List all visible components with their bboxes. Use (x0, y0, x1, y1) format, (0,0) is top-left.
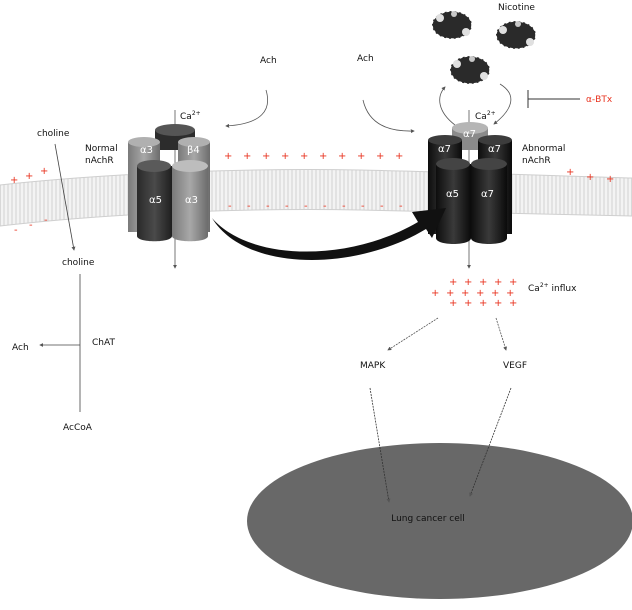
ach-right-label: Ach (357, 54, 374, 64)
svg-text:+: + (281, 151, 289, 162)
abnormal-nachr-label-line1: Abnormal (522, 144, 565, 154)
vegf-to-cell-arrow (469, 387, 512, 497)
svg-text:+: + (479, 277, 487, 288)
vegf-label: VEGF (503, 361, 527, 371)
chat-enzyme-label: ChAT (92, 338, 115, 348)
ca-to-vegf-arrow (495, 317, 507, 351)
svg-text:-: - (228, 201, 232, 212)
svg-text:+: + (25, 171, 33, 182)
svg-text:+: + (586, 172, 594, 183)
svg-text:+: + (461, 288, 469, 299)
mapk-label: MAPK (360, 361, 386, 371)
svg-text:+: + (606, 174, 614, 185)
abnormal-subunit-a7-front: α7 (481, 189, 494, 200)
svg-text:-: - (44, 215, 48, 226)
charges-inside: - - - - - - - - - - - - - (14, 201, 403, 236)
svg-text:-: - (14, 225, 18, 236)
charges-outside: + + + + + + + + + + + + + + + + (10, 151, 614, 186)
svg-text:-: - (342, 201, 346, 212)
conversion-arrow (212, 208, 446, 260)
ach-left-label: Ach (260, 56, 277, 66)
svg-text:+: + (357, 151, 365, 162)
svg-text:+: + (509, 298, 517, 309)
svg-text:-: - (29, 220, 33, 231)
svg-text:-: - (361, 201, 365, 212)
svg-text:+: + (506, 288, 514, 299)
svg-text:-: - (399, 201, 403, 212)
normal-subunit-a3-top: α3 (140, 145, 153, 156)
svg-text:+: + (566, 167, 574, 178)
choline-bottom-label: choline (62, 258, 95, 268)
svg-text:+: + (446, 288, 454, 299)
svg-text:+: + (494, 298, 502, 309)
svg-text:+: + (376, 151, 384, 162)
choline-transport-arrow (54, 143, 76, 251)
nicotine-bind-arrow-left (439, 86, 456, 126)
normal-nachr-label-line2: nAchR (85, 156, 114, 166)
normal-nachr (128, 124, 210, 242)
svg-text:+: + (479, 298, 487, 309)
abnormal-nachr (428, 122, 512, 244)
nicotine-bind-arrow-right (493, 83, 512, 125)
normal-subunit-a3-front: α3 (185, 195, 198, 206)
nicotine-molecule-3 (449, 55, 491, 85)
svg-text:+: + (449, 298, 457, 309)
alpha-btx-label: α-BTx (586, 95, 613, 105)
svg-text:+: + (509, 277, 517, 288)
normal-subunit-b4: β4 (187, 145, 200, 156)
svg-text:+: + (494, 277, 502, 288)
normal-subunit-a5: α5 (149, 195, 162, 206)
svg-text:-: - (285, 201, 289, 212)
choline-top-label: choline (37, 129, 70, 139)
abnormal-subunit-a7-top: α7 (463, 129, 476, 140)
svg-text:+: + (338, 151, 346, 162)
abnormal-subunit-a7-left: α7 (438, 144, 451, 155)
svg-text:+: + (464, 298, 472, 309)
ca-influx-charges: + + + + + + + + + + + + + + + + (431, 277, 517, 309)
svg-text:+: + (300, 151, 308, 162)
ca-right-label: Ca2+ (475, 110, 496, 122)
nicotine-label: Nicotine (498, 3, 535, 13)
mapk-to-cell-arrow (369, 387, 391, 503)
svg-text:+: + (10, 175, 18, 186)
svg-text:+: + (224, 151, 232, 162)
svg-text:-: - (380, 201, 384, 212)
svg-text:-: - (266, 201, 270, 212)
ca-influx-label: Ca2+ influx (528, 282, 577, 294)
svg-text:+: + (476, 288, 484, 299)
ca-to-mapk-arrow (387, 317, 439, 351)
svg-text:+: + (40, 166, 48, 177)
svg-text:+: + (491, 288, 499, 299)
abnormal-nachr-label-line2: nAchR (522, 156, 551, 166)
ach-left-arrow (225, 89, 268, 128)
svg-text:+: + (319, 151, 327, 162)
svg-text:+: + (464, 277, 472, 288)
ach-output-label: Ach (12, 343, 29, 353)
abnormal-subunit-a7-right: α7 (488, 144, 501, 155)
lung-cancer-cell (247, 443, 632, 599)
svg-text:-: - (323, 201, 327, 212)
svg-text:+: + (449, 277, 457, 288)
svg-text:-: - (304, 201, 308, 212)
normal-nachr-label-line1: Normal (85, 144, 118, 154)
svg-text:+: + (431, 288, 439, 299)
abnormal-subunit-a5: α5 (446, 189, 459, 200)
ach-right-arrow (362, 99, 415, 134)
lung-cancer-cell-label: Lung cancer cell (391, 514, 465, 524)
nicotine-molecule-1 (431, 10, 473, 40)
ca-left-label: Ca2+ (180, 110, 201, 122)
acetyl-coa-label: AcCoA (63, 423, 93, 433)
cell-membrane (0, 169, 632, 227)
svg-text:-: - (247, 201, 251, 212)
nicotine-molecule-2 (495, 20, 537, 50)
svg-text:+: + (243, 151, 251, 162)
svg-text:+: + (262, 151, 270, 162)
svg-text:+: + (395, 151, 403, 162)
